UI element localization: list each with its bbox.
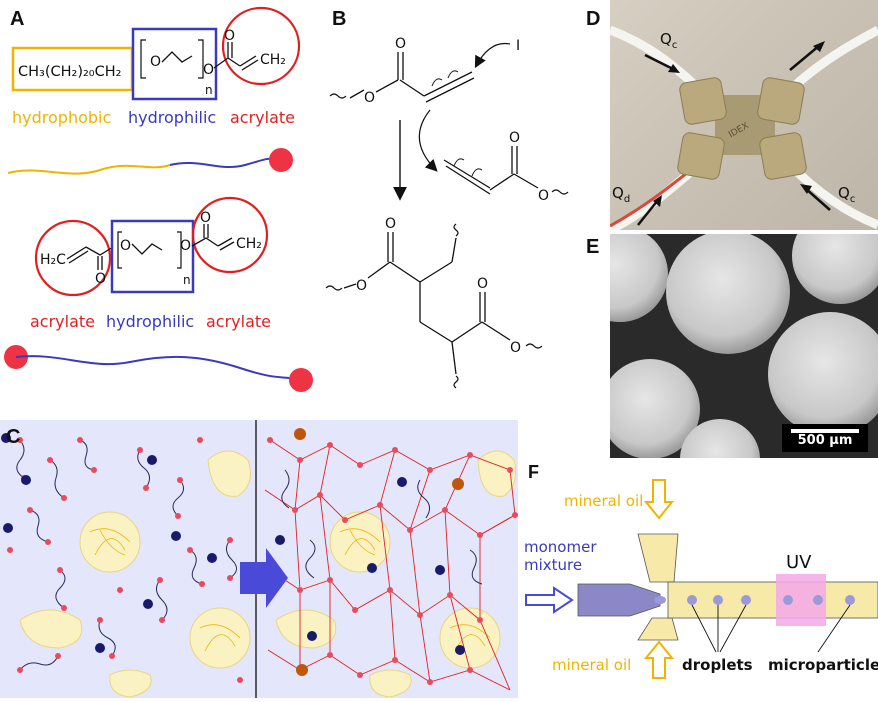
panel-letter-c: C <box>6 426 21 448</box>
label-hydrophilic-1: hydrophilic <box>128 108 217 127</box>
hydrophilic-box-2 <box>110 219 195 294</box>
label-mineral-oil-top: mineral oil <box>564 492 644 510</box>
svg-text:CH₂: CH₂ <box>236 236 262 252</box>
svg-text:O: O <box>120 238 131 254</box>
acrylate-circle-right <box>191 196 269 274</box>
svg-text:CH₂: CH₂ <box>260 52 286 68</box>
cross-junction-illustration: IDEX <box>610 25 878 230</box>
svg-text:O: O <box>180 238 191 254</box>
svg-text:O: O <box>509 130 520 146</box>
svg-text:n: n <box>205 83 213 97</box>
label-qc-bottom: Qc <box>838 184 856 205</box>
svg-text:O: O <box>385 216 396 232</box>
panel-f-flow-focusing <box>525 479 878 679</box>
panel-letter-a: A <box>10 8 25 30</box>
svg-text:I: I <box>516 38 520 54</box>
label-qc-top: Qc <box>660 30 678 51</box>
monomer-arrow <box>525 586 574 614</box>
svg-text:O: O <box>510 340 521 356</box>
formula-hydrophobic-chain: CH₃(CH₂)₂₀CH₂ <box>18 64 121 80</box>
label-mineral-oil-bottom: mineral oil <box>552 656 632 674</box>
panel-letter-d: D <box>586 8 601 30</box>
label-acrylate-left: acrylate <box>30 312 96 331</box>
hydrophobic-tail-line <box>7 164 171 175</box>
svg-text:O: O <box>95 271 106 287</box>
acrylate-dot-1 <box>269 148 293 172</box>
oil-arrow-top <box>643 479 675 520</box>
panel-letter-f: F <box>528 462 539 482</box>
svg-text:O: O <box>538 188 549 204</box>
label-acrylate-1: acrylate <box>230 108 296 127</box>
main-channel <box>667 581 878 619</box>
monomer-inlet <box>577 583 661 617</box>
label-acrylate-right: acrylate <box>206 312 272 331</box>
transition-arrow <box>240 548 288 608</box>
acrylate-circle-1 <box>221 6 301 86</box>
panel-a-structures: CH₃(CH₂)₂₀CH₂ O n O O CH₂ H₂C O O n O O … <box>4 6 313 392</box>
label-uv: UV <box>786 552 812 573</box>
svg-text:O: O <box>200 210 211 226</box>
svg-text:O: O <box>356 278 367 294</box>
hydrophilic-chain-line <box>169 157 281 169</box>
svg-text:O: O <box>224 28 235 44</box>
hydrophilic-chain-line-2 <box>15 355 301 381</box>
label-hydrophobic: hydrophobic <box>12 108 112 127</box>
oil-channel-top <box>637 533 679 583</box>
label-microparticle: microparticle <box>768 656 878 674</box>
acrylate-circle-left <box>34 219 112 297</box>
svg-text:n: n <box>183 273 191 287</box>
panel-e-micrograph: 500 μm <box>610 234 878 458</box>
svg-text:O: O <box>395 36 406 52</box>
svg-text:O: O <box>150 54 161 70</box>
panel-d-photo: IDEX Qc Qd Qc <box>610 0 878 230</box>
panel-b-mechanism: O O I O O O O O O <box>325 36 569 389</box>
svg-text:H₂C: H₂C <box>40 252 66 268</box>
label-hydrophilic-2: hydrophilic <box>106 312 195 331</box>
scale-bar: 500 μm <box>782 424 868 452</box>
panel-c-network: C <box>0 420 518 698</box>
panel-letter-b: B <box>332 8 347 30</box>
oil-channel-bottom <box>637 617 679 641</box>
svg-text:O: O <box>203 62 214 78</box>
label-qd: Qd <box>612 184 631 205</box>
acrylate-dot-right <box>289 368 313 392</box>
scale-bar-label: 500 μm <box>797 433 853 448</box>
panel-letter-e: E <box>586 236 600 258</box>
microparticle-spheres <box>610 234 878 458</box>
svg-text:O: O <box>477 276 488 292</box>
svg-text:O: O <box>364 90 375 106</box>
label-droplets: droplets <box>682 656 753 674</box>
network-schematic <box>1 420 518 698</box>
hydrophilic-box-1 <box>131 27 218 101</box>
oil-arrow-bottom <box>643 640 675 679</box>
